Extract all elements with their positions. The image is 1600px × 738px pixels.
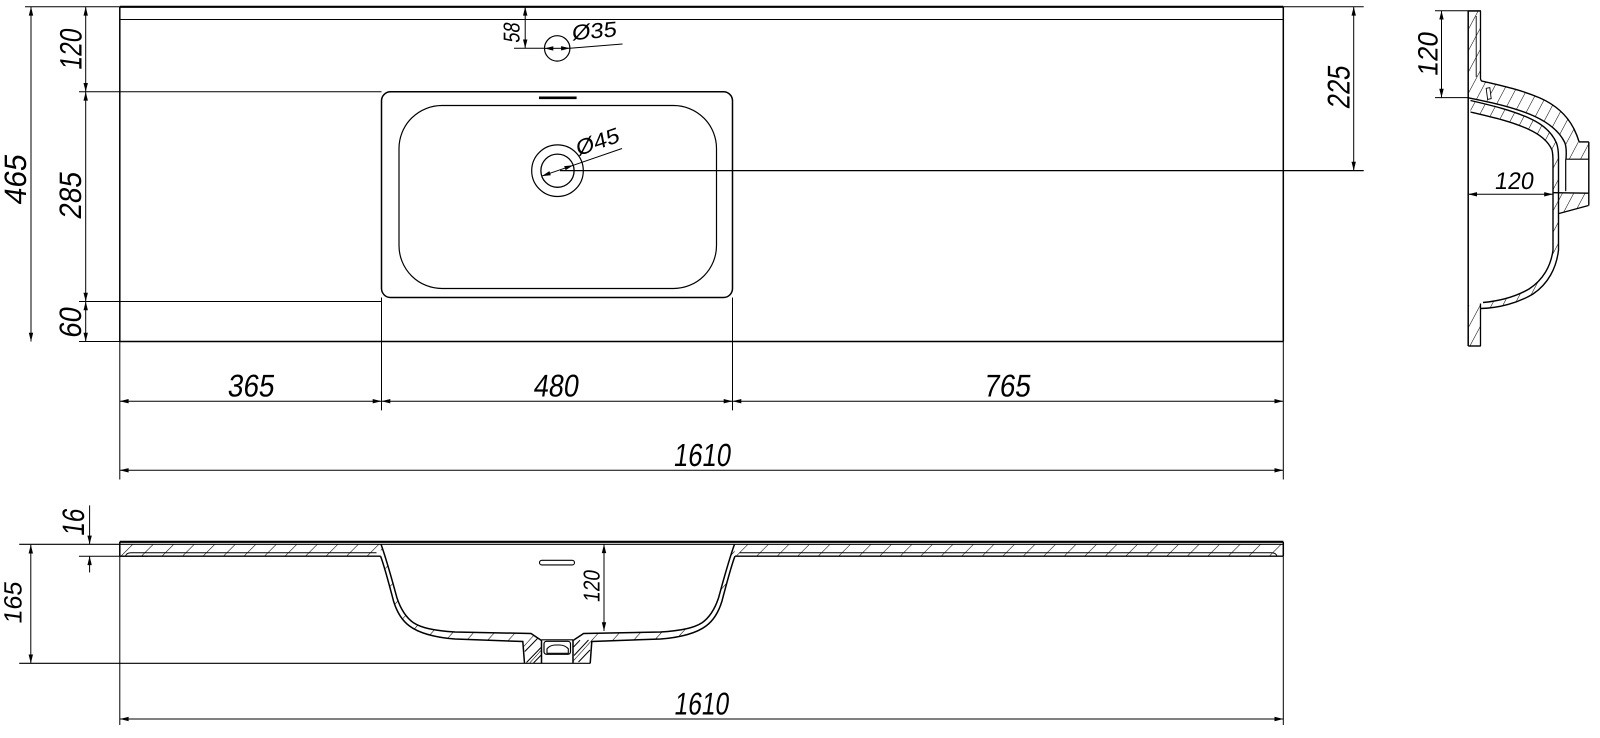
svg-text:165: 165 [0,579,27,625]
svg-text:465: 465 [0,152,33,207]
svg-text:1610: 1610 [672,437,734,473]
svg-text:60: 60 [53,304,88,339]
svg-text:58: 58 [499,20,525,44]
svg-text:16: 16 [56,506,91,538]
svg-text:Ø35: Ø35 [571,16,617,45]
svg-text:285: 285 [53,169,88,221]
svg-text:225: 225 [1321,63,1357,111]
svg-text:120: 120 [54,26,89,72]
svg-text:120: 120 [1493,168,1536,195]
svg-text:480: 480 [532,367,582,403]
svg-text:365: 365 [226,367,278,403]
svg-text:1610: 1610 [673,686,733,722]
svg-text:120: 120 [1412,29,1443,77]
svg-text:120: 120 [579,568,605,604]
svg-text:765: 765 [982,367,1034,403]
